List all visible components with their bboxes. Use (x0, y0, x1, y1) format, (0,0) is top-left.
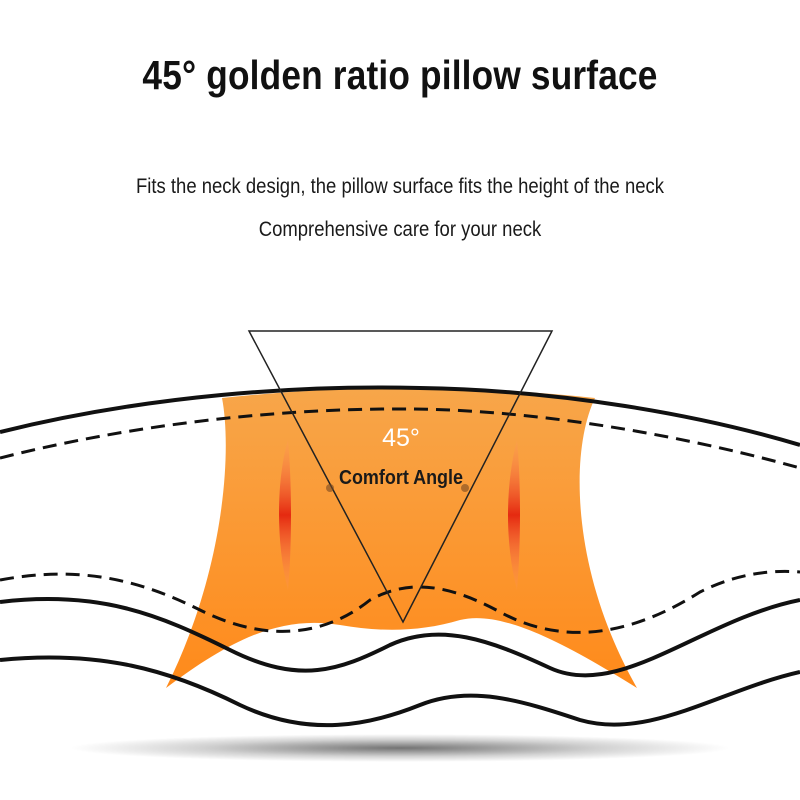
angle-triangle (247, 330, 554, 624)
pillow-bottom-outline (0, 655, 800, 728)
pillow-shadow (70, 734, 730, 762)
pillow-top-dashed-line (0, 407, 800, 470)
page-title: 45° golden ratio pillow surface (142, 52, 658, 98)
left-glint (326, 484, 334, 492)
right-red-contour (508, 440, 520, 590)
right-glint (461, 484, 469, 492)
angle-caption-label: Comfort Angle (339, 467, 463, 489)
pillow-lower-outline (0, 596, 800, 678)
pillow-top-outline (0, 385, 800, 447)
left-red-contour (279, 440, 291, 590)
subtitle-line-1: Fits the neck design, the pillow surface… (136, 175, 664, 198)
subtitle-line-2: Comprehensive care for your neck (258, 218, 542, 241)
angle-value-label: 45° (382, 424, 420, 452)
pillow-lower-dashed-line (0, 569, 800, 634)
